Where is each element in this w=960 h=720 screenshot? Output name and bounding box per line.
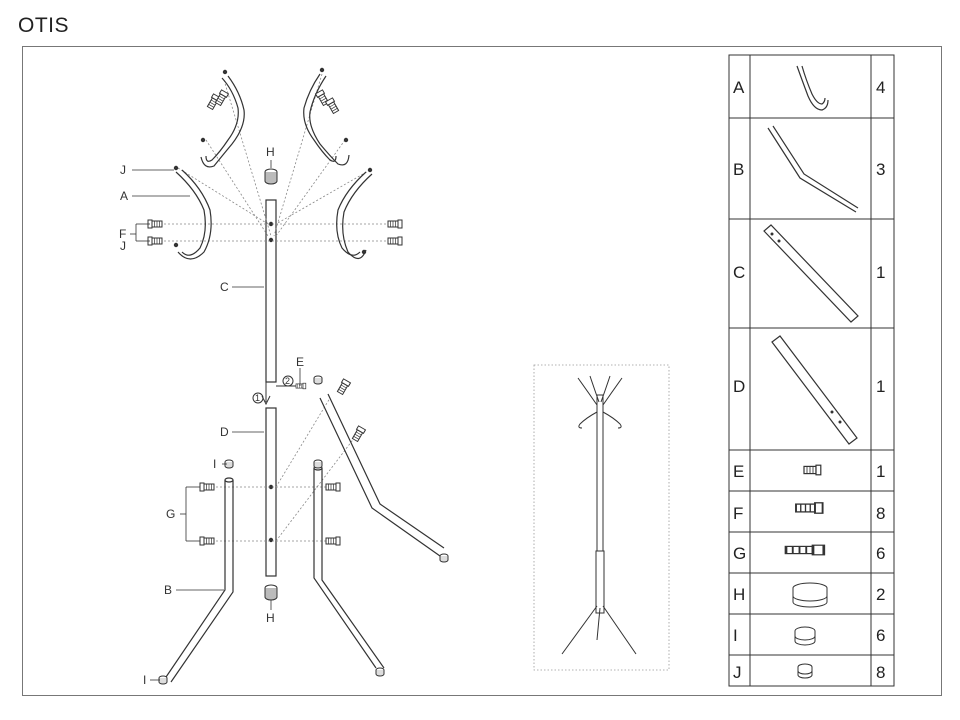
- guide-lines-lower: [200, 397, 356, 542]
- table-qty-a: 4: [876, 78, 885, 97]
- foot-cap-icon: [794, 626, 816, 646]
- diagram-frame: [22, 46, 942, 696]
- leg-b-right: [313, 465, 385, 669]
- label-i-bottom: I: [143, 673, 146, 687]
- label-e: E: [296, 355, 304, 369]
- table-letter-h: H: [733, 585, 745, 604]
- hook-a-left: [175, 169, 212, 260]
- table-qty-g: 6: [876, 544, 885, 563]
- hook-caps-j: [173, 67, 373, 255]
- table-row-h: H 2: [733, 582, 885, 608]
- end-cap-icon: [792, 582, 828, 608]
- end-cap-bottom: [264, 584, 278, 601]
- label-a: A: [120, 189, 128, 203]
- upper-pole-c: [265, 199, 277, 383]
- hook-a-right: [336, 171, 373, 260]
- table-row-d: D 1: [733, 335, 885, 445]
- label-d: D: [220, 425, 229, 439]
- screw-e: [295, 382, 307, 390]
- table-letter-i: I: [733, 626, 738, 645]
- label-b: B: [164, 583, 172, 597]
- table-row-i: I 6: [733, 626, 885, 646]
- label-h-top: H: [266, 145, 275, 159]
- lower-pole-icon: [771, 335, 858, 445]
- table-qty-h: 2: [876, 585, 885, 604]
- label-j2: J: [120, 239, 126, 253]
- label-step-1: 1: [255, 393, 260, 403]
- medium-screw-icon: [795, 501, 824, 515]
- small-screw-icon: [803, 464, 822, 476]
- leg-b-left: [163, 477, 234, 683]
- assembly-step-arrow: [252, 372, 296, 406]
- table-row-g: G 6: [733, 543, 885, 563]
- page-title: OTIS: [18, 14, 70, 37]
- table-qty-e: 1: [876, 462, 885, 481]
- label-j1: J: [120, 163, 126, 177]
- table-letter-d: D: [733, 377, 745, 396]
- table-letter-b: B: [733, 160, 744, 179]
- table-qty-c: 1: [876, 263, 885, 282]
- label-step-2: 2: [285, 376, 290, 386]
- label-i-top: I: [213, 457, 216, 471]
- table-qty-f: 8: [876, 504, 885, 523]
- long-screw-icon: [784, 543, 826, 557]
- table-row-j: J 8: [733, 663, 885, 682]
- table-row-a: A 4: [733, 65, 885, 111]
- upper-pole-icon: [763, 224, 859, 323]
- hook-a-upper-left: [200, 75, 245, 168]
- hook-cap-icon: [797, 663, 813, 679]
- hook-part-icon: [796, 65, 829, 111]
- finished-product-view: [533, 364, 670, 671]
- table-row-c: C 1: [733, 224, 885, 323]
- table-row-b: B 3: [733, 125, 885, 213]
- table-row-e: E 1: [733, 462, 885, 481]
- table-qty-d: 1: [876, 377, 885, 396]
- leg-part-icon: [767, 125, 859, 213]
- foot-caps-i: [158, 375, 449, 685]
- hook-a-upper-right: [303, 73, 350, 166]
- table-letter-e: E: [733, 462, 744, 481]
- label-h-bottom: H: [266, 611, 275, 625]
- label-f: F: [119, 227, 126, 241]
- table-letter-g: G: [733, 544, 746, 563]
- guide-lines-upper: [160, 73, 390, 242]
- table-letter-a: A: [733, 78, 745, 97]
- table-letter-f: F: [733, 504, 743, 523]
- table-qty-j: 8: [876, 663, 885, 682]
- table-row-f: F 8: [733, 501, 885, 523]
- label-g: G: [166, 507, 175, 521]
- end-cap-top: [264, 168, 278, 185]
- table-qty-b: 3: [876, 160, 885, 179]
- lower-pole-d: [265, 407, 277, 577]
- table-letter-j: J: [733, 663, 742, 682]
- leg-b-angled: [319, 393, 445, 557]
- table-letter-c: C: [733, 263, 745, 282]
- parts-table: [728, 54, 895, 687]
- table-qty-i: 6: [876, 626, 885, 645]
- label-c: C: [220, 280, 229, 294]
- labels: [130, 160, 301, 681]
